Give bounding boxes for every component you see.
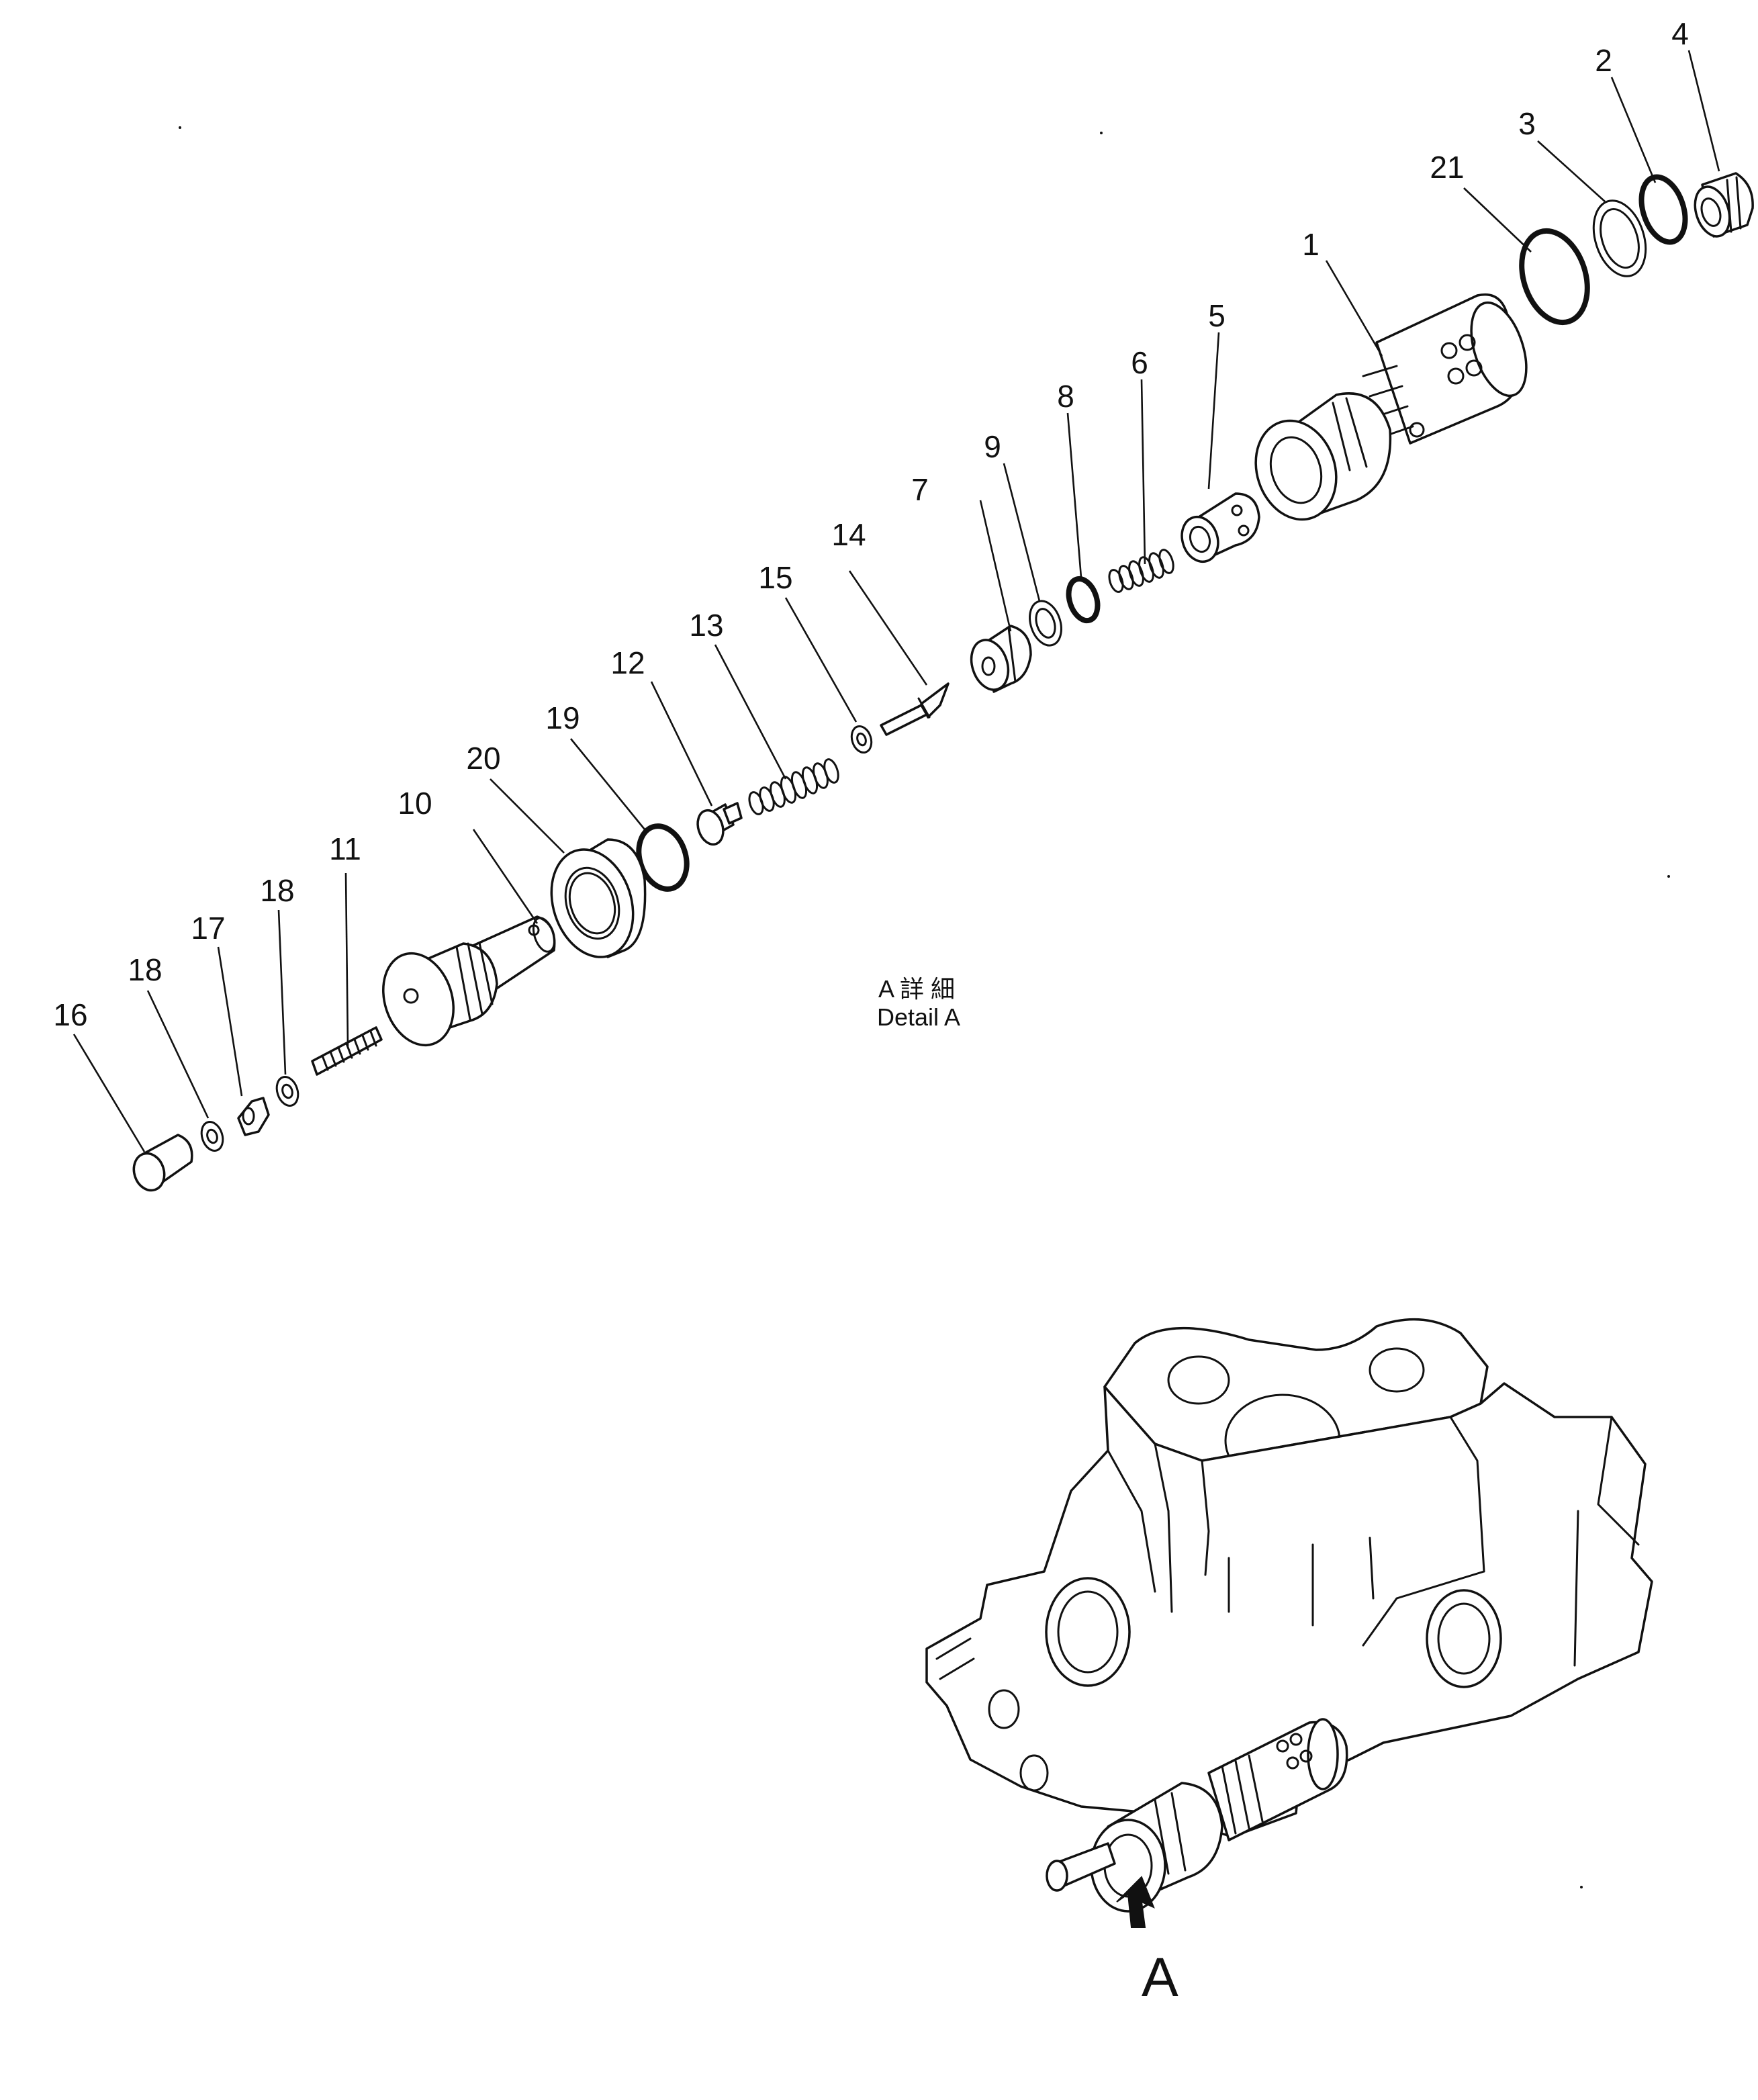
callout-1: 1 (1302, 227, 1320, 262)
part-7-seat[interactable] (966, 625, 1032, 694)
callout-11: 11 (329, 831, 361, 866)
callout-8: 8 (1057, 379, 1074, 414)
detail-caption: A 詳 細 Detail A (877, 975, 960, 1031)
detail-caption-en: Detail A (877, 1003, 960, 1031)
callout-15: 15 (758, 560, 792, 595)
callout-21: 21 (1430, 150, 1464, 185)
scan-specks (179, 126, 1670, 1888)
part-10-adjuster[interactable] (372, 915, 559, 1054)
leader-lines (73, 50, 1720, 1152)
callout-2: 2 (1595, 43, 1612, 78)
part-17-lock-nut[interactable] (237, 1097, 270, 1136)
part-18-washer-left[interactable] (198, 1119, 226, 1153)
part-18-washer-right[interactable] (273, 1074, 302, 1108)
part-1-valve-body[interactable] (1244, 293, 1537, 531)
callout-18-left: 18 (128, 952, 162, 987)
callout-13: 13 (689, 608, 723, 643)
part-6-spring[interactable] (1107, 548, 1176, 594)
control-valve-assembly (925, 1318, 1653, 1913)
callout-17: 17 (191, 911, 225, 946)
callout-10: 10 (398, 786, 432, 821)
callout-6: 6 (1131, 345, 1148, 380)
detail-caption-jp: A 詳 細 (878, 975, 955, 1003)
part-4-plug[interactable] (1689, 172, 1754, 241)
part-12-piston[interactable] (694, 802, 743, 848)
callout-18-right: 18 (260, 873, 294, 908)
part-5-sleeve[interactable] (1176, 492, 1260, 566)
callout-12: 12 (610, 645, 645, 680)
view-marker-label: A (1142, 1947, 1178, 2008)
callout-20: 20 (466, 741, 500, 776)
callout-19: 19 (545, 700, 580, 735)
callout-9: 9 (984, 429, 1001, 464)
part-15-washer[interactable] (849, 724, 875, 756)
part-16-cap[interactable] (129, 1134, 193, 1194)
callout-5: 5 (1208, 298, 1225, 333)
callout-labels: 1 2 3 4 5 6 7 8 9 10 11 12 13 14 15 16 1… (53, 16, 1688, 1032)
part-11-set-screw[interactable] (311, 1026, 383, 1076)
view-arrow-a (1116, 1876, 1155, 1928)
part-21-o-ring[interactable] (1511, 222, 1599, 331)
callout-16: 16 (53, 997, 87, 1032)
callout-7: 7 (911, 472, 929, 507)
part-14-poppet[interactable] (880, 682, 950, 736)
callout-4: 4 (1671, 16, 1689, 51)
callout-3: 3 (1518, 106, 1536, 141)
part-8-o-ring[interactable] (1064, 575, 1103, 624)
part-13-spring[interactable] (747, 758, 841, 816)
callout-14: 14 (831, 517, 866, 552)
part-20-nut[interactable] (538, 838, 647, 968)
part-2-o-ring[interactable] (1634, 171, 1693, 248)
part-9-backup-ring[interactable] (1025, 597, 1067, 649)
part-3-backup-ring[interactable] (1585, 194, 1655, 283)
